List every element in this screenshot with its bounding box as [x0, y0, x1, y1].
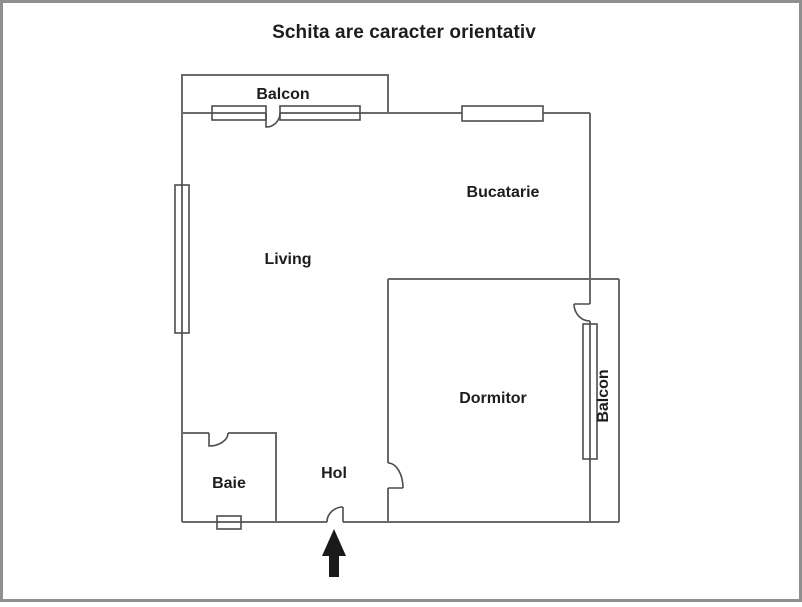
window-bedroom-balcony [582, 323, 598, 460]
room-label-kitchen: Bucatarie [467, 184, 540, 201]
walls [181, 74, 620, 523]
door-bedroom [387, 462, 404, 489]
room-label-living: Living [264, 251, 311, 268]
entrance-arrow-icon [322, 529, 346, 577]
room-label-bathroom: Baie [212, 475, 246, 492]
plan-title: Schita are caracter orientativ [272, 22, 536, 43]
window-kitchen [461, 105, 544, 122]
wall-bathroom [182, 432, 277, 522]
door-balcony-top [265, 112, 281, 128]
room-label-balcony-right: Balcon [595, 369, 612, 422]
door-balcony-right [573, 303, 591, 322]
room-label-balcony-top: Balcon [256, 86, 309, 103]
door-entrance [326, 506, 344, 523]
window-bathroom [216, 515, 242, 530]
window-living-left [174, 184, 190, 334]
door-bathroom [208, 432, 229, 447]
wall-balcony-top-and-left [181, 74, 389, 522]
doors [208, 112, 591, 523]
windows [174, 105, 598, 530]
room-label-bedroom: Dormitor [459, 390, 527, 407]
room-label-hall: Hol [321, 465, 347, 482]
